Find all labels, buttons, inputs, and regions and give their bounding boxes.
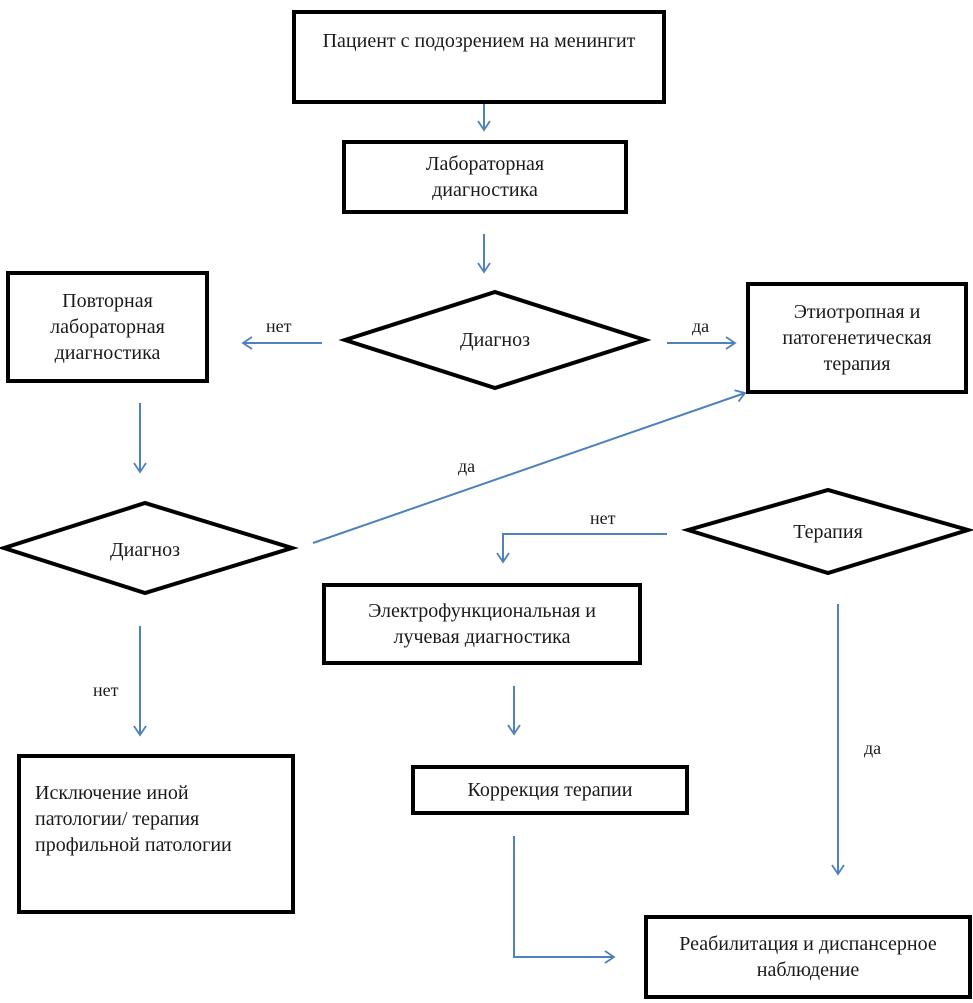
arrow-therapy-no xyxy=(496,533,667,564)
diag1-no-label: нет xyxy=(266,316,292,336)
diagnosis-1-label: Диагноз xyxy=(459,329,531,351)
electro-diagnostics-text: Электрофункциональная и лучевая диагност… xyxy=(368,600,596,648)
exclusion-node: Исключение иной патологии/ терапия профи… xyxy=(17,754,295,914)
therapy-yes-label: да xyxy=(864,738,882,758)
exclusion-text: Исключение иной патологии/ терапия профи… xyxy=(35,782,232,856)
repeat-lab-node: Повторная лабораторная диагностика xyxy=(6,271,209,383)
diagnosis-1-diamond xyxy=(338,289,652,391)
etiotropic-therapy-node: Этиотропная и патогенетическая терапия xyxy=(746,282,968,394)
therapy-correction-text: Коррекция терапии xyxy=(467,779,633,801)
rehabilitation-node: Реабилитация и диспансерное наблюдение xyxy=(644,915,972,999)
etiotropic-therapy-text: Этиотропная и патогенетическая терапия xyxy=(782,301,932,375)
diag2-yes-label: да xyxy=(458,456,476,476)
lab-diagnostics-text: Лабораторная диагностика xyxy=(425,153,545,201)
diagnosis-2-diamond xyxy=(0,500,299,596)
repeat-lab-text: Повторная лабораторная диагностика xyxy=(50,290,165,364)
therapy-correction-node: Коррекция терапии xyxy=(411,765,689,815)
diagnosis-2-label: Диагноз xyxy=(109,539,181,561)
electro-diagnostics-node: Электрофункциональная и лучевая диагност… xyxy=(322,583,642,665)
arrow-diag2-yes xyxy=(312,389,747,544)
rehabilitation-text: Реабилитация и диспансерное наблюдение xyxy=(679,933,937,981)
diag2-no-label: нет xyxy=(93,680,119,700)
diag1-yes-label: да xyxy=(692,316,710,336)
lab-diagnostics-node: Лабораторная диагностика xyxy=(342,140,628,214)
patient-node-text: Пациент с подозрением на менингит xyxy=(322,30,636,52)
therapy-decision-label: Терапия xyxy=(793,521,863,543)
arrow-correction-to-rehab xyxy=(513,836,616,964)
patient-node: Пациент с подозрением на менингит xyxy=(292,10,666,104)
therapy-no-label: нет xyxy=(590,508,616,528)
therapy-diamond xyxy=(680,487,973,576)
